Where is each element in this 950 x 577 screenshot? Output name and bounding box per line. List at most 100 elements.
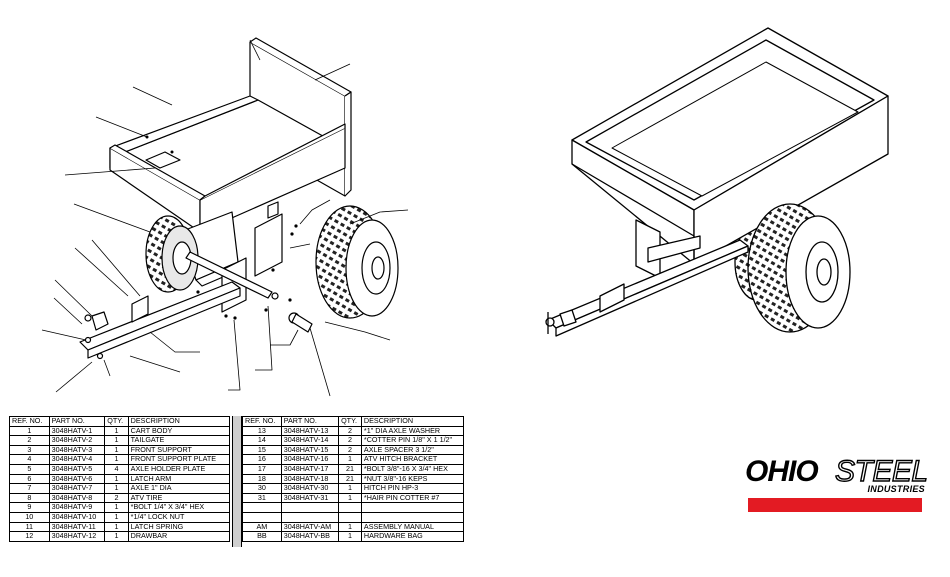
cell-qty	[338, 502, 362, 513]
assembled-drawbar	[545, 239, 749, 337]
cell-part: 3048HATV-BB	[280, 531, 340, 542]
cell-desc: *BOLT 1/4" X 3/4" HEX	[127, 502, 231, 513]
table-row	[242, 511, 465, 523]
col-desc: DESCRIPTION	[360, 416, 465, 427]
cell-desc: *BOLT 3/8"-16 X 3/4" HEX	[360, 463, 465, 475]
cell-qty: 1	[104, 483, 129, 494]
ohio-steel-logo: OHIO STEEL INDUSTRIES	[745, 455, 929, 516]
cell-qty	[338, 511, 362, 523]
cell-desc: *COTTER PIN 1/8" X 1 1/2"	[360, 435, 465, 446]
cell-part: 3048HATV-17	[280, 463, 340, 475]
assembled-frame	[635, 219, 701, 279]
exploded-view	[41, 37, 409, 397]
cell-qty: 1	[104, 531, 129, 542]
cell-part: 3048HATV-10	[48, 511, 106, 523]
parts-list-header: REF. NO. PART NO. QTY. DESCRIPTION	[9, 416, 231, 427]
cell-qty: 1	[104, 511, 129, 523]
cell-desc: HITCH PIN HP-3	[360, 483, 465, 494]
col-part: PART NO.	[48, 416, 106, 427]
col-qty: QTY.	[338, 416, 362, 427]
cell-qty: 1	[338, 483, 362, 494]
cell-desc: *HAIR PIN COTTER #7	[360, 492, 465, 504]
cell-ref	[242, 511, 282, 523]
cell-part: 3048HATV-14	[280, 435, 340, 446]
cell-desc	[360, 502, 465, 513]
col-part: PART NO.	[280, 416, 340, 427]
cart-body	[109, 95, 346, 233]
assembled-body	[571, 27, 889, 265]
logo-industries: INDUSTRIES	[867, 484, 925, 494]
logo-steel: STEEL	[834, 455, 928, 488]
cell-ref: 9	[9, 502, 50, 513]
cell-desc: TAILGATE	[127, 435, 231, 446]
cell-part: 3048HATV-12	[48, 531, 106, 542]
cell-desc: *1/4" LOCK NUT	[127, 511, 231, 523]
cell-ref: 2	[9, 435, 50, 446]
logo-ohio: OHIO	[745, 455, 819, 488]
cell-ref: 5	[9, 463, 50, 475]
cell-part: 3048HATV-31	[280, 492, 340, 504]
cell-qty: 2	[338, 435, 362, 446]
col-ref: REF. NO.	[9, 416, 50, 427]
assembled-tire-front	[747, 203, 851, 333]
cell-desc: AXLE 1" DIA	[127, 483, 231, 494]
hardware-bits	[145, 135, 298, 320]
assembled-view	[545, 27, 889, 337]
cell-qty: 1	[338, 492, 362, 504]
cell-ref: 7	[9, 483, 50, 494]
cell-ref: 31	[242, 492, 282, 504]
cell-part: 3048HATV-30	[280, 483, 340, 494]
parts-list-header: REF. NO. PART NO. QTY. DESCRIPTION	[242, 416, 465, 427]
cell-ref: 30	[242, 483, 282, 494]
col-desc: DESCRIPTION	[127, 416, 231, 427]
tire-right	[315, 205, 399, 319]
cell-ref: 10	[9, 511, 50, 523]
cell-part: 3048HATV-2	[48, 435, 106, 446]
cell-desc: DRAWBAR	[127, 531, 231, 542]
cell-part: 3048HATV-9	[48, 502, 106, 513]
cell-qty: 1	[338, 531, 362, 542]
table-separator	[232, 416, 242, 547]
tire-left	[145, 215, 199, 293]
cell-part	[280, 502, 340, 513]
col-ref: REF. NO.	[242, 416, 282, 427]
cell-ref: 12	[9, 531, 50, 542]
callout-leaders	[41, 39, 409, 397]
cell-qty: 21	[338, 463, 362, 475]
axle	[185, 251, 313, 333]
cell-desc	[360, 511, 465, 523]
cell-ref	[242, 502, 282, 513]
cell-qty: 1	[104, 502, 129, 513]
logo-red-bar	[748, 498, 922, 512]
cell-desc: HARDWARE BAG	[360, 531, 465, 542]
cell-ref: 17	[242, 463, 282, 475]
cell-ref: 14	[242, 435, 282, 446]
exploded-cart-drawing	[41, 27, 889, 397]
cell-part: 3048HATV-7	[48, 483, 106, 494]
col-qty: QTY.	[104, 416, 129, 427]
cell-part: 3048HATV-5	[48, 463, 106, 475]
cell-part	[280, 511, 340, 523]
cell-qty: 4	[104, 463, 129, 475]
drawbar	[79, 281, 241, 360]
